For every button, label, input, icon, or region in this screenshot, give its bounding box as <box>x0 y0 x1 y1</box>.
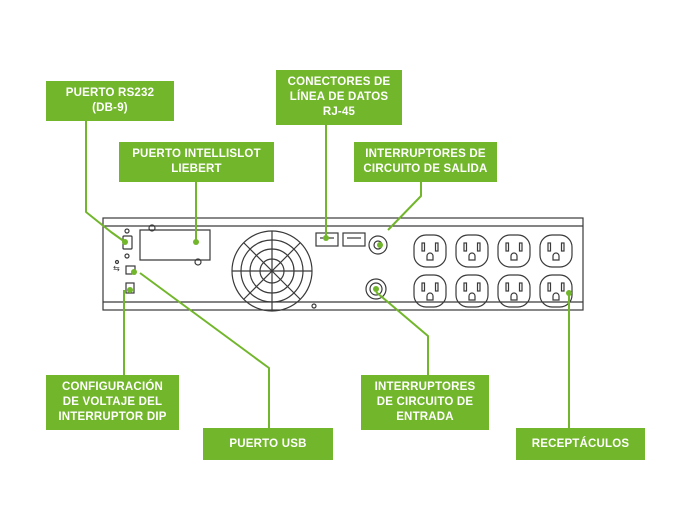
leader-dot <box>127 287 133 293</box>
label-intellislot-port: PUERTO INTELLISLOT LIEBERT <box>119 142 274 182</box>
label-line: CONFIGURACIÓN <box>62 381 163 393</box>
output-breaker <box>368 235 388 255</box>
label-line: RECEPTÁCULOS <box>531 437 630 450</box>
label-line: INTERRUPTORES DE <box>365 148 486 160</box>
leader-dot <box>131 269 137 275</box>
label-line: PUERTO USB <box>229 437 307 450</box>
leader-dot <box>377 242 383 248</box>
leader-dot <box>566 290 572 296</box>
label-line: ENTRADA <box>396 411 454 423</box>
rs232-screw <box>124 253 130 259</box>
label-line: INTERRUPTORES <box>374 381 476 393</box>
label-line: RJ-45 <box>322 106 356 118</box>
leader-dot <box>373 286 379 292</box>
leader-dot <box>193 239 199 245</box>
label-line: LIEBERT <box>171 163 222 175</box>
label-line: PUERTO RS232 <box>65 87 155 99</box>
leader-rs232 <box>85 121 126 243</box>
label-receptacles: RECEPTÁCULOS <box>516 428 645 460</box>
rs232-screw <box>124 228 130 234</box>
fan-screw <box>311 303 317 309</box>
receptacle <box>455 234 489 268</box>
receptacle <box>455 274 489 308</box>
label-input-breakers: INTERRUPTORES DE CIRCUITO DE ENTRADA <box>361 375 489 430</box>
label-line: CONECTORES DE <box>287 76 391 88</box>
receptacle <box>539 274 573 308</box>
intellislot-screw <box>194 258 202 266</box>
label-dip-switch: CONFIGURACIÓN DE VOLTAJE DEL INTERRUPTOR… <box>46 375 179 430</box>
leader-dot <box>323 235 329 241</box>
receptacle <box>413 274 447 308</box>
label-line: PUERTO INTELLISLOT <box>132 148 261 160</box>
intellislot-cover <box>139 229 211 261</box>
input-breaker-inner <box>369 282 383 296</box>
label-line: DE CIRCUITO DE <box>376 396 474 408</box>
small-indicator <box>114 259 120 265</box>
intellislot-screw <box>148 224 156 232</box>
rj45-connector-2 <box>342 232 366 247</box>
label-line: INTERRUPTOR DIP <box>58 411 167 423</box>
label-line: DE VOLTAJE DEL <box>62 396 163 408</box>
label-line: (DB-9) <box>92 102 128 114</box>
label-rj45-connectors: CONECTORES DE LÍNEA DE DATOS RJ-45 <box>276 70 402 125</box>
receptacle <box>539 234 573 268</box>
label-line: LÍNEA DE DATOS <box>289 91 389 103</box>
input-breaker <box>365 278 387 300</box>
receptacle <box>413 234 447 268</box>
usb-icon: ⇆ <box>113 264 120 273</box>
label-rs232-port: PUERTO RS232 (DB-9) <box>46 81 174 121</box>
leader-input-breakers <box>375 291 429 375</box>
receptacle <box>497 274 531 308</box>
label-output-breakers: INTERRUPTORES DE CIRCUITO DE SALIDA <box>354 142 497 182</box>
fan-grille <box>231 230 313 312</box>
leader-output-breakers <box>387 182 422 231</box>
receptacle <box>497 234 531 268</box>
leader-dot <box>122 239 128 245</box>
leader-usb <box>139 272 270 428</box>
receptacle-group <box>413 234 573 308</box>
label-line: CIRCUITO DE SALIDA <box>363 163 488 175</box>
label-usb-port: PUERTO USB <box>203 428 333 460</box>
